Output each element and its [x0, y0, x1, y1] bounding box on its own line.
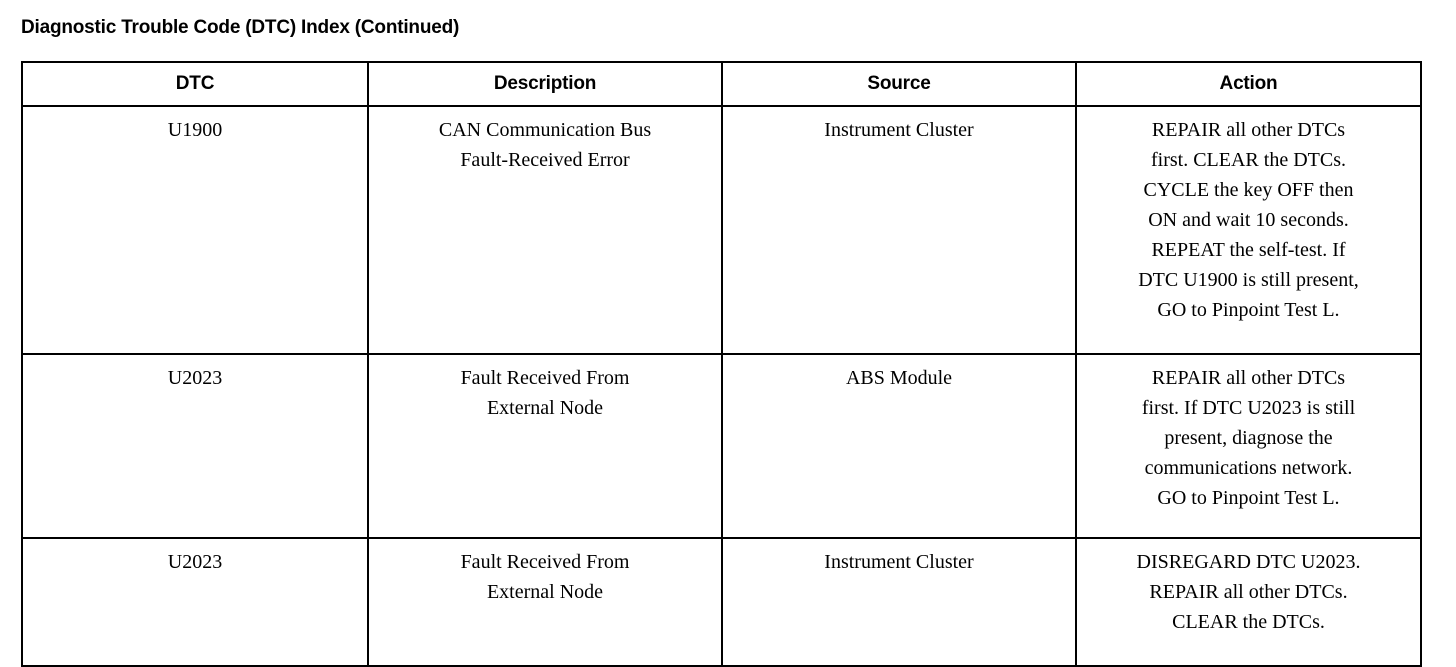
- text-line: CAN Communication Bus: [438, 119, 652, 141]
- text-line: present, diagnose the: [1164, 427, 1333, 449]
- text-line: first. If DTC U2023 is still: [1141, 397, 1356, 419]
- source-lines: Instrument Cluster: [733, 115, 1065, 145]
- text-line: Fault Received From: [460, 367, 630, 389]
- dtc-index-table: DTC Description Source Action U1900 CAN …: [21, 61, 1422, 667]
- cell-action: DISREGARD DTC U2023. REPAIR all other DTC…: [1075, 537, 1422, 667]
- text-line: External Node: [486, 397, 604, 419]
- text-line: CYCLE the key OFF then: [1143, 179, 1354, 201]
- text-line: REPAIR all other DTCs.: [1149, 581, 1348, 603]
- text-line: Instrument Cluster: [824, 551, 974, 573]
- text-line: GO to Pinpoint Test L.: [1157, 299, 1340, 321]
- cell-dtc: U1900: [21, 105, 369, 355]
- source-lines: Instrument Cluster: [733, 547, 1065, 577]
- text-line: ON and wait 10 seconds.: [1148, 209, 1349, 231]
- column-header-description: Description: [367, 61, 723, 107]
- cell-source: ABS Module: [721, 353, 1077, 539]
- table-header: DTC Description Source Action: [21, 61, 1422, 107]
- text-line: REPEAT the self-test. If: [1151, 239, 1346, 261]
- column-header-action: Action: [1075, 61, 1422, 107]
- action-lines: REPAIR all other DTCs first. CLEAR the DT…: [1087, 115, 1410, 325]
- text-line: ABS Module: [845, 367, 953, 389]
- cell-action: REPAIR all other DTCs first. If DTC U2023…: [1075, 353, 1422, 539]
- text-line: GO to Pinpoint Test L.: [1157, 487, 1340, 509]
- cell-dtc: U2023: [21, 353, 369, 539]
- document-page: Diagnostic Trouble Code (DTC) Index (Con…: [21, 17, 1422, 667]
- action-lines: REPAIR all other DTCs first. If DTC U2023…: [1087, 363, 1410, 513]
- text-line: REPAIR all other DTCs: [1151, 119, 1346, 141]
- text-line: REPAIR all other DTCs: [1151, 367, 1346, 389]
- source-lines: ABS Module: [733, 363, 1065, 393]
- text-line: first. CLEAR the DTCs.: [1151, 149, 1346, 171]
- text-line: Fault-Received Error: [460, 149, 630, 171]
- text-line: communications network.: [1144, 457, 1353, 479]
- cell-source: Instrument Cluster: [721, 105, 1077, 355]
- text-line: DTC U1900 is still present,: [1138, 269, 1359, 291]
- cell-source: Instrument Cluster: [721, 537, 1077, 667]
- column-header-dtc: DTC: [21, 61, 369, 107]
- cell-action: REPAIR all other DTCs first. CLEAR the DT…: [1075, 105, 1422, 355]
- text-line: Fault Received From: [460, 551, 630, 573]
- table-header-row: DTC Description Source Action: [21, 61, 1422, 107]
- cell-dtc: U2023: [21, 537, 369, 667]
- text-line: Instrument Cluster: [824, 119, 974, 141]
- text-line: External Node: [486, 581, 604, 603]
- action-lines: DISREGARD DTC U2023. REPAIR all other DTC…: [1087, 547, 1410, 637]
- column-header-source: Source: [721, 61, 1077, 107]
- page-title: Diagnostic Trouble Code (DTC) Index (Con…: [21, 17, 460, 38]
- text-line: DISREGARD DTC U2023.: [1136, 551, 1361, 573]
- text-line: CLEAR the DTCs.: [1172, 611, 1325, 633]
